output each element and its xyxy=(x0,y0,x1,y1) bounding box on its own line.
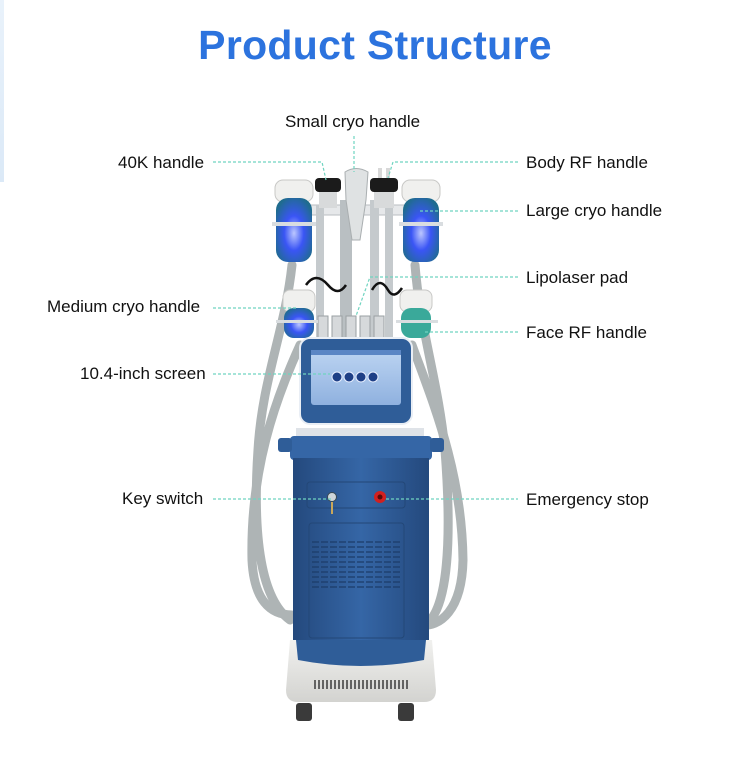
label-face-rf-handle: Face RF handle xyxy=(526,323,647,342)
leader-lines xyxy=(213,136,518,500)
medium-cryo-left xyxy=(276,289,318,338)
small-cryo-handle-device xyxy=(344,168,369,241)
face-rf-right xyxy=(396,289,438,338)
large-cryo-right xyxy=(399,179,443,262)
large-cryo-left xyxy=(272,179,316,262)
label-body-rf-handle: Body RF handle xyxy=(526,153,648,172)
cables xyxy=(304,276,404,296)
body-rf-handle-device xyxy=(370,168,398,208)
label-emergency-stop: Emergency stop xyxy=(526,490,649,509)
label-large-cryo-handle: Large cryo handle xyxy=(526,201,663,220)
label-lipolaser-pad: Lipolaser pad xyxy=(526,268,629,287)
cabinet xyxy=(278,428,444,648)
label-small-cryo-handle: Small cryo handle xyxy=(285,112,421,131)
label-40k-handle: 40K handle xyxy=(118,153,205,172)
label-screen: 10.4-inch screen xyxy=(80,364,206,383)
left-edge-decoration xyxy=(0,0,4,182)
label-medium-cryo-handle: Medium cryo handle xyxy=(47,297,201,316)
k40-handle-device xyxy=(315,178,341,208)
label-key-switch: Key switch xyxy=(122,489,204,508)
touch-screen-device xyxy=(299,337,413,425)
lipolaser-pads xyxy=(317,315,385,345)
page-title: Product Structure xyxy=(198,22,552,68)
base xyxy=(286,640,436,721)
